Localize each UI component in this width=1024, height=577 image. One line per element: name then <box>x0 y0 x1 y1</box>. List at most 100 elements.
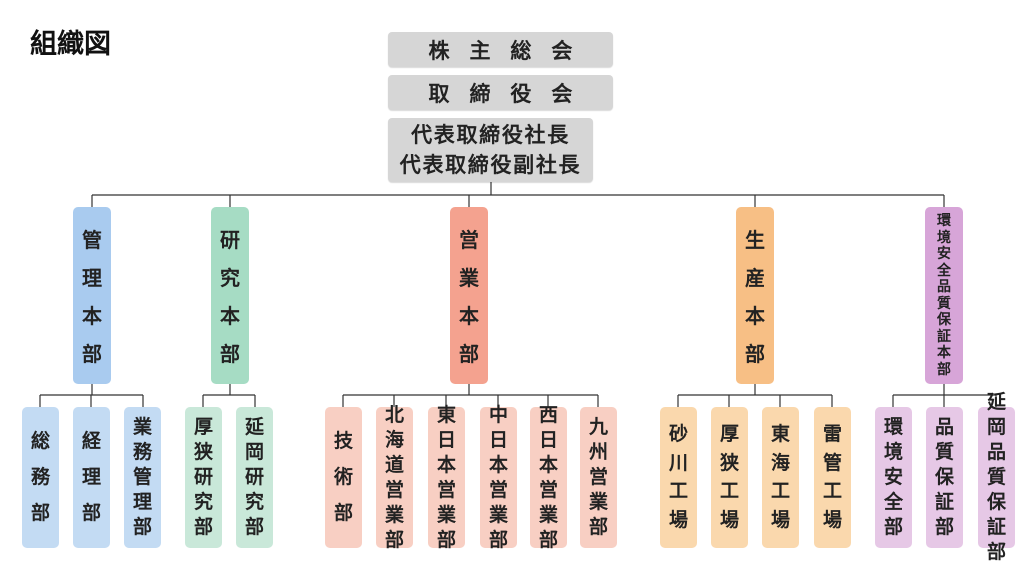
vertical-char: 場 <box>822 509 842 532</box>
vertical-char: 本 <box>745 304 765 328</box>
dept-asa-research: 厚狭研究部 <box>185 407 222 548</box>
hq-quality: 環境安全品質保証本部 <box>925 207 963 384</box>
shareholders-meeting-box: 株主総会 <box>388 32 613 67</box>
dept-central-japan-sales: 中日本営業部 <box>480 404 517 551</box>
vertical-char: 保 <box>986 491 1006 513</box>
dept-nobeoka-research: 延岡研究部 <box>236 407 273 548</box>
vertical-char: 境 <box>937 229 951 246</box>
vertical-char: 研 <box>193 466 213 488</box>
vertical-char: 本 <box>82 304 102 328</box>
vertical-char: 場 <box>668 509 688 532</box>
vertical-char: 安 <box>883 466 903 488</box>
dept-business-management: 業務管理部 <box>124 407 161 548</box>
vertical-char: 営 <box>588 466 608 488</box>
vertical-char: 延 <box>244 416 264 438</box>
vertical-char: 部 <box>193 516 213 538</box>
dept-west-japan-sales: 西日本営業部 <box>530 404 567 551</box>
vertical-char: 西 <box>538 403 558 426</box>
vertical-char: 部 <box>459 342 479 366</box>
vertical-char: 部 <box>436 528 456 551</box>
vertical-char: 安 <box>937 246 951 262</box>
vertical-char: 狭 <box>719 451 739 474</box>
hq-research: 研究本部 <box>211 207 249 384</box>
vertical-char: 北 <box>384 403 404 426</box>
vertical-char: 日 <box>436 428 456 451</box>
vertical-char: 質 <box>934 441 954 463</box>
vertical-char: 保 <box>937 312 951 328</box>
vertical-char: 厚 <box>193 416 213 438</box>
vertical-char: 環 <box>883 416 903 438</box>
vertical-char: 品 <box>934 416 954 438</box>
board-of-directors-box: 取締役会 <box>388 75 613 110</box>
vertical-char: 厚 <box>719 422 739 445</box>
vertical-char: 本 <box>538 453 558 476</box>
vertical-char: 雷 <box>822 422 842 445</box>
dept-nobeoka-quality-assurance: 延岡品質保証部 <box>978 391 1015 563</box>
vertical-char: 工 <box>668 480 688 503</box>
vertical-char: 本 <box>937 345 951 361</box>
vertical-char: 部 <box>538 528 558 551</box>
vertical-char: 日 <box>488 428 508 451</box>
vertical-char: 東 <box>436 403 456 426</box>
vertical-char: 総 <box>30 430 50 452</box>
vertical-char: 営 <box>538 478 558 501</box>
president-label: 代表取締役社長 <box>411 123 570 147</box>
hq-production: 生産本部 <box>736 207 774 384</box>
vertical-char: 州 <box>588 441 608 463</box>
vertical-char: 究 <box>220 266 240 290</box>
vertical-char: 岡 <box>986 416 1006 438</box>
vertical-char: 理 <box>132 491 152 513</box>
executive-box: 代表取締役社長 代表取締役副社長 <box>388 118 593 182</box>
dept-sunagawa-plant: 砂川工場 <box>660 407 697 548</box>
dept-accounting: 経理部 <box>73 407 110 548</box>
vertical-char: 品 <box>986 441 1006 463</box>
vertical-char: 究 <box>193 491 213 513</box>
dept-detonator-plant: 雷管工場 <box>814 407 851 548</box>
vertical-char: 管 <box>822 451 842 474</box>
vertical-char: 業 <box>459 266 479 290</box>
dept-technical: 技術部 <box>325 407 362 548</box>
vertical-char: 部 <box>937 361 951 378</box>
vertical-char: 営 <box>384 478 404 501</box>
hq-admin: 管理本部 <box>73 207 111 384</box>
vertical-char: 部 <box>81 502 101 524</box>
vertical-char: 営 <box>459 228 479 252</box>
vertical-char: 部 <box>132 516 152 538</box>
vertical-char: 環 <box>937 213 951 229</box>
vertical-char: 日 <box>538 428 558 451</box>
vertical-char: 業 <box>588 491 608 513</box>
dept-quality-assurance: 品質保証部 <box>926 407 963 548</box>
vertical-char: 道 <box>384 453 404 476</box>
vertical-char: 工 <box>770 480 790 503</box>
vertical-char: 営 <box>488 478 508 501</box>
vertical-char: 本 <box>220 304 240 328</box>
vertical-char: 本 <box>488 453 508 476</box>
vertical-char: 証 <box>934 491 954 513</box>
vertical-char: 証 <box>986 516 1006 538</box>
vertical-char: 管 <box>132 466 152 488</box>
vertical-char: 工 <box>822 480 842 503</box>
vertical-char: 質 <box>986 466 1006 488</box>
vertical-char: 海 <box>770 451 790 474</box>
vertical-char: 研 <box>244 466 264 488</box>
vertical-char: 部 <box>883 516 903 538</box>
vertical-char: 場 <box>719 509 739 532</box>
dept-hokkaido-sales: 北海道営業部 <box>376 404 413 551</box>
vertical-char: 延 <box>986 391 1006 413</box>
vertical-char: 務 <box>30 466 50 488</box>
vertical-char: 場 <box>770 509 790 532</box>
vertical-char: 管 <box>82 228 102 252</box>
dept-general-affairs: 総務部 <box>22 407 59 548</box>
vertical-char: 海 <box>384 428 404 451</box>
vertical-char: 砂 <box>668 422 688 445</box>
vertical-char: 部 <box>986 541 1006 563</box>
vertical-char: 狭 <box>193 441 213 463</box>
vertical-char: 部 <box>934 516 954 538</box>
vertical-char: 業 <box>384 503 404 526</box>
vertical-char: 研 <box>220 228 240 252</box>
dept-asa-plant: 厚狭工場 <box>711 407 748 548</box>
vertical-char: 術 <box>333 466 353 488</box>
dept-kyushu-sales: 九州営業部 <box>580 407 617 548</box>
vertical-char: 岡 <box>244 441 264 463</box>
dept-tokai-plant: 東海工場 <box>762 407 799 548</box>
